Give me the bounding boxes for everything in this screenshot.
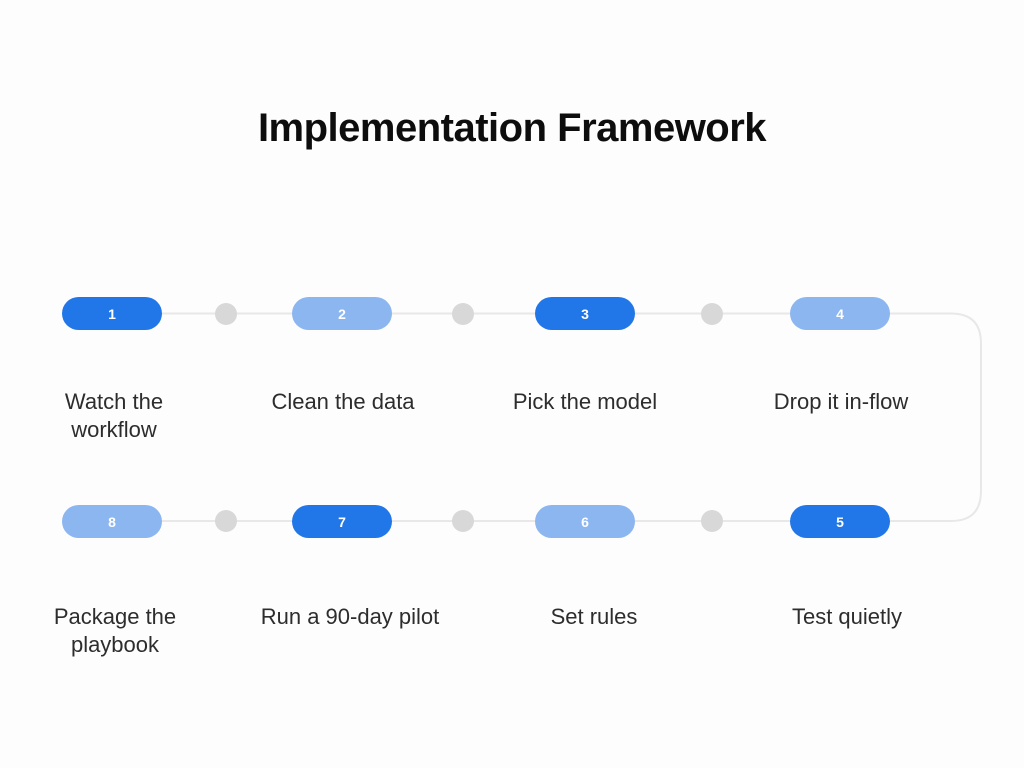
- step-pill-4: 4: [790, 297, 890, 330]
- step-number: 6: [581, 513, 589, 530]
- step-label-7: Run a 90-day pilot: [260, 604, 440, 629]
- step-label-1: Watch the workflow: [64, 389, 164, 442]
- step-label-3: Pick the model: [512, 389, 658, 414]
- step-pill-6: 6: [535, 505, 635, 538]
- step-number: 2: [338, 305, 346, 322]
- step-label-2: Clean the data: [271, 389, 415, 414]
- connector-dot: [452, 303, 474, 325]
- step-pill-7: 7: [292, 505, 392, 538]
- step-number: 7: [338, 513, 346, 530]
- step-pill-1: 1: [62, 297, 162, 330]
- step-label-4: Drop it in-flow: [773, 389, 909, 414]
- connector-dot: [701, 303, 723, 325]
- step-pill-5: 5: [790, 505, 890, 538]
- step-pill-8: 8: [62, 505, 162, 538]
- step-label-6: Set rules: [550, 604, 638, 629]
- connector-dot: [215, 510, 237, 532]
- step-pill-2: 2: [292, 297, 392, 330]
- connector-dot: [452, 510, 474, 532]
- step-number: 1: [108, 305, 116, 322]
- step-label-5: Test quietly: [791, 604, 903, 629]
- step-pill-3: 3: [535, 297, 635, 330]
- connector-dot: [701, 510, 723, 532]
- connector-dot: [215, 303, 237, 325]
- step-number: 8: [108, 513, 116, 530]
- page-title: Implementation Framework: [257, 106, 767, 150]
- step-label-8: Package the playbook: [53, 604, 177, 657]
- step-number: 5: [836, 513, 844, 530]
- step-number: 4: [836, 305, 844, 322]
- step-number: 3: [581, 305, 589, 322]
